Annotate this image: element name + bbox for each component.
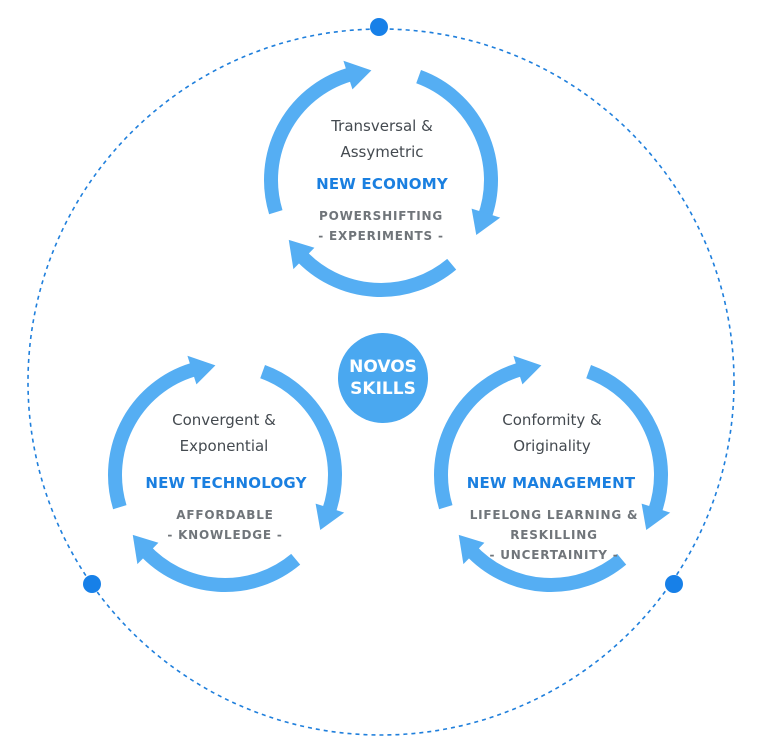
- center-label: NOVOS SKILLS: [349, 357, 417, 399]
- management-subtitle-line-1: Conformity &: [502, 411, 602, 429]
- economy-note: POWERSHIFTING - EXPERIMENTS -: [318, 206, 443, 246]
- economy-arrow-head-3: [343, 60, 372, 90]
- economy-arrow-arc-3: [264, 66, 356, 215]
- economy-arrow-arc-2: [294, 249, 457, 297]
- technology-arrow-arc-1: [260, 365, 342, 517]
- center-circle: [338, 333, 428, 423]
- management-note-line-2: RESKILLING: [510, 528, 598, 542]
- cycle-arrows-layer: [108, 60, 671, 592]
- technology-subtitle-line-1: Convergent &: [172, 411, 276, 429]
- technology-arrow-arc-3: [108, 361, 200, 510]
- economy-arrow-head-2: [288, 239, 315, 270]
- management-heading: NEW MANAGEMENT: [466, 474, 636, 492]
- economy-heading: NEW ECONOMY: [316, 175, 448, 193]
- technology-subtitle: Convergent & Exponential: [172, 410, 276, 456]
- technology-arrow-head-3: [187, 355, 216, 385]
- management-note: LIFELONG LEARNING & RESKILLING - UNCERTA…: [470, 505, 639, 565]
- management-arrow-arc-3: [434, 361, 526, 510]
- technology-cycle-arrows: [108, 355, 345, 592]
- technology-heading: NEW TECHNOLOGY: [145, 474, 307, 492]
- management-note-line-1: LIFELONG LEARNING &: [469, 508, 639, 522]
- technology-note: AFFORDABLE - KNOWLEDGE -: [167, 505, 282, 545]
- technology-subtitle-line-2: Exponential: [179, 437, 269, 455]
- management-cycle-arrows: [434, 355, 671, 592]
- economy-note-line-1: POWERSHIFTING: [319, 209, 443, 223]
- management-subtitle: Conformity & Originality: [502, 410, 602, 456]
- management-arrow-arc-1: [586, 365, 668, 517]
- economy-arrow-head-1: [471, 208, 501, 235]
- outer-dashed-ring: [27, 28, 735, 736]
- management-arrow-arc-2: [464, 544, 627, 592]
- technology-note-line-1: AFFORDABLE: [176, 508, 274, 522]
- management-arrow-head-3: [513, 355, 542, 385]
- economy-subtitle: Transversal & Assymetric: [331, 116, 433, 162]
- node-dot-top: [370, 18, 388, 36]
- technology-note-line-2: - KNOWLEDGE -: [167, 528, 283, 542]
- node-dot-left: [83, 575, 101, 593]
- technology-arrow-head-2: [132, 534, 159, 565]
- management-note-line-3: - UNCERTAINITY -: [489, 548, 619, 562]
- technology-arrow-arc-2: [138, 544, 301, 592]
- economy-subtitle-line-2: Assymetric: [340, 143, 424, 161]
- management-subtitle-line-2: Originality: [513, 437, 591, 455]
- technology-arrow-head-1: [315, 503, 345, 530]
- economy-subtitle-line-1: Transversal &: [331, 117, 433, 135]
- node-dot-right: [665, 575, 683, 593]
- economy-arrow-arc-1: [416, 70, 498, 222]
- economy-cycle-arrows: [264, 60, 501, 297]
- economy-note-line-2: - EXPERIMENTS -: [318, 229, 444, 243]
- management-arrow-head-2: [458, 534, 485, 565]
- management-arrow-head-1: [641, 503, 671, 530]
